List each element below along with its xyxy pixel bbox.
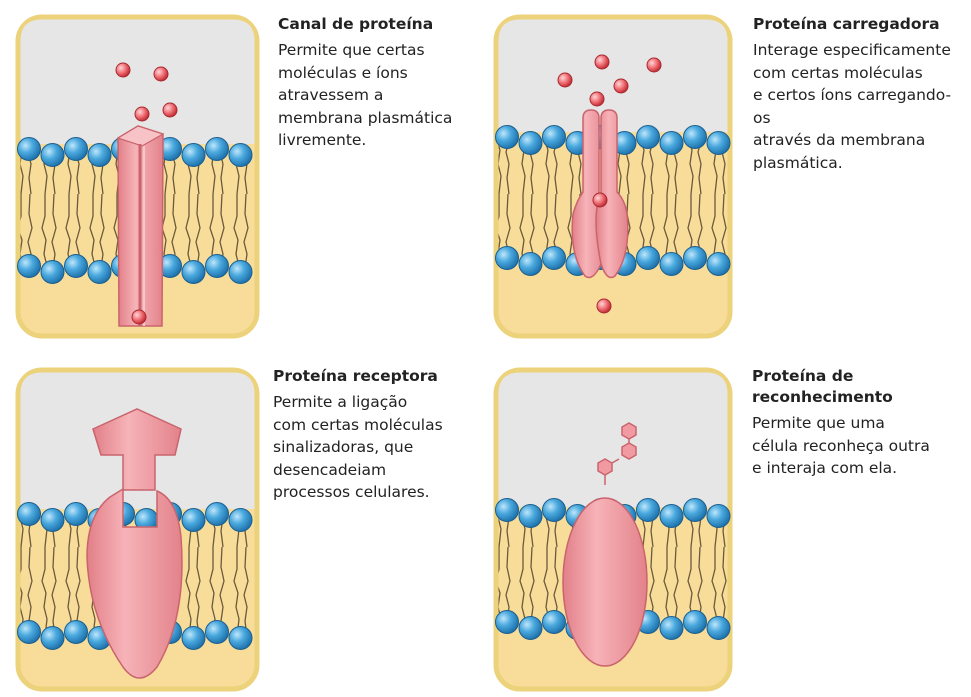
extracellular-space bbox=[498, 372, 728, 507]
channel-protein-caption: Canal de proteína Permite que certas mol… bbox=[278, 14, 478, 152]
receptor-protein-caption: Proteína receptora Permite a ligação com… bbox=[273, 366, 473, 504]
recognition-protein-diagram bbox=[493, 367, 733, 692]
molecule bbox=[134, 106, 150, 122]
molecule bbox=[592, 192, 608, 208]
lipid-head bbox=[205, 502, 229, 526]
lipid-head bbox=[64, 620, 88, 644]
lipid-head bbox=[87, 260, 112, 284]
lipid-head bbox=[518, 616, 543, 640]
lipid-head bbox=[181, 626, 206, 650]
lipid-head bbox=[228, 508, 253, 532]
lipid-head bbox=[64, 137, 88, 161]
carrier-protein-panel bbox=[493, 14, 733, 339]
lipid-head bbox=[706, 616, 731, 640]
lipid-head bbox=[542, 125, 566, 149]
panel-title: Proteína de reconhecimento bbox=[752, 367, 893, 406]
recognition-protein-panel bbox=[493, 367, 733, 692]
lipid-head bbox=[64, 254, 88, 278]
molecule bbox=[153, 66, 169, 82]
recognition-protein-caption: Proteína de reconhecimento Permite que u… bbox=[752, 366, 967, 480]
lipid-head bbox=[683, 498, 707, 522]
molecule bbox=[115, 62, 131, 78]
panel-title: Canal de proteína bbox=[278, 15, 434, 33]
lipid-head bbox=[495, 246, 519, 270]
panel-description: Interage especificamente com certas molé… bbox=[753, 41, 952, 172]
lipid-head bbox=[495, 498, 519, 522]
lipid-head bbox=[205, 620, 229, 644]
molecules bbox=[115, 62, 178, 325]
panel-title: Proteína receptora bbox=[273, 367, 438, 385]
receptor-protein bbox=[86, 487, 183, 679]
lipid-head bbox=[636, 498, 660, 522]
recognition-protein bbox=[562, 497, 648, 667]
molecule bbox=[131, 309, 147, 325]
glycan-chain bbox=[597, 422, 637, 485]
lipid-head bbox=[181, 143, 206, 167]
lipid-head bbox=[683, 125, 707, 149]
lipid-head bbox=[659, 131, 684, 155]
receptor-protein-panel bbox=[15, 367, 260, 692]
lipid-head bbox=[636, 125, 660, 149]
receptor-protein-diagram bbox=[15, 367, 260, 692]
lipid-heads-top bbox=[17, 502, 253, 532]
lipid-head bbox=[181, 260, 206, 284]
lipid-head bbox=[659, 616, 684, 640]
channel-protein-diagram bbox=[15, 14, 260, 339]
lipid-head bbox=[17, 620, 41, 644]
lipid-head bbox=[64, 502, 88, 526]
channel-protein-panel bbox=[15, 14, 260, 339]
lipid-head bbox=[683, 246, 707, 270]
lipid-head bbox=[205, 254, 229, 278]
molecule bbox=[596, 298, 612, 314]
molecules bbox=[557, 54, 662, 314]
channel-protein bbox=[116, 125, 165, 327]
molecule bbox=[646, 57, 662, 73]
lipid-head bbox=[542, 610, 566, 634]
panel-title: Proteína carregadora bbox=[753, 15, 940, 33]
lipid-head bbox=[228, 626, 253, 650]
lipid-head bbox=[659, 252, 684, 276]
lipid-head bbox=[542, 498, 566, 522]
panel-description: Permite a ligação com certas moléculas s… bbox=[273, 393, 443, 501]
lipid-head bbox=[40, 626, 65, 650]
lipid-head bbox=[518, 131, 543, 155]
panel-description: Permite que uma célula reconheça outra e… bbox=[752, 414, 930, 477]
lipid-head bbox=[542, 246, 566, 270]
lipid-head bbox=[495, 610, 519, 634]
molecule bbox=[557, 72, 573, 88]
carrier-protein-caption: Proteína carregadora Interage especifica… bbox=[753, 14, 968, 174]
panel-description: Permite que certas moléculas e íons atra… bbox=[278, 41, 453, 149]
lipid-head bbox=[40, 260, 65, 284]
carrier-protein-diagram bbox=[493, 14, 733, 339]
lipid-head bbox=[181, 508, 206, 532]
lipid-head bbox=[205, 137, 229, 161]
lipid-head bbox=[706, 252, 731, 276]
lipid-head bbox=[40, 143, 65, 167]
lipid-head bbox=[228, 260, 253, 284]
lipid-head bbox=[706, 131, 731, 155]
lipid-head bbox=[659, 504, 684, 528]
lipid-head bbox=[40, 508, 65, 532]
molecule bbox=[589, 91, 605, 107]
lipid-head bbox=[683, 610, 707, 634]
molecule bbox=[594, 54, 610, 70]
lipid-head bbox=[228, 143, 253, 167]
lipid-head bbox=[87, 143, 112, 167]
molecule bbox=[162, 102, 178, 118]
lipid-head bbox=[17, 502, 41, 526]
extracellular-space bbox=[498, 19, 728, 132]
lipid-head bbox=[495, 125, 519, 149]
extracellular-space bbox=[20, 19, 255, 144]
lipid-head bbox=[17, 137, 41, 161]
lipid-head bbox=[636, 246, 660, 270]
lipid-head bbox=[17, 254, 41, 278]
signal-molecule bbox=[92, 408, 182, 491]
carrier-protein bbox=[571, 109, 629, 279]
lipid-head bbox=[518, 504, 543, 528]
lipid-head bbox=[706, 504, 731, 528]
lipid-head bbox=[518, 252, 543, 276]
molecule bbox=[613, 78, 629, 94]
